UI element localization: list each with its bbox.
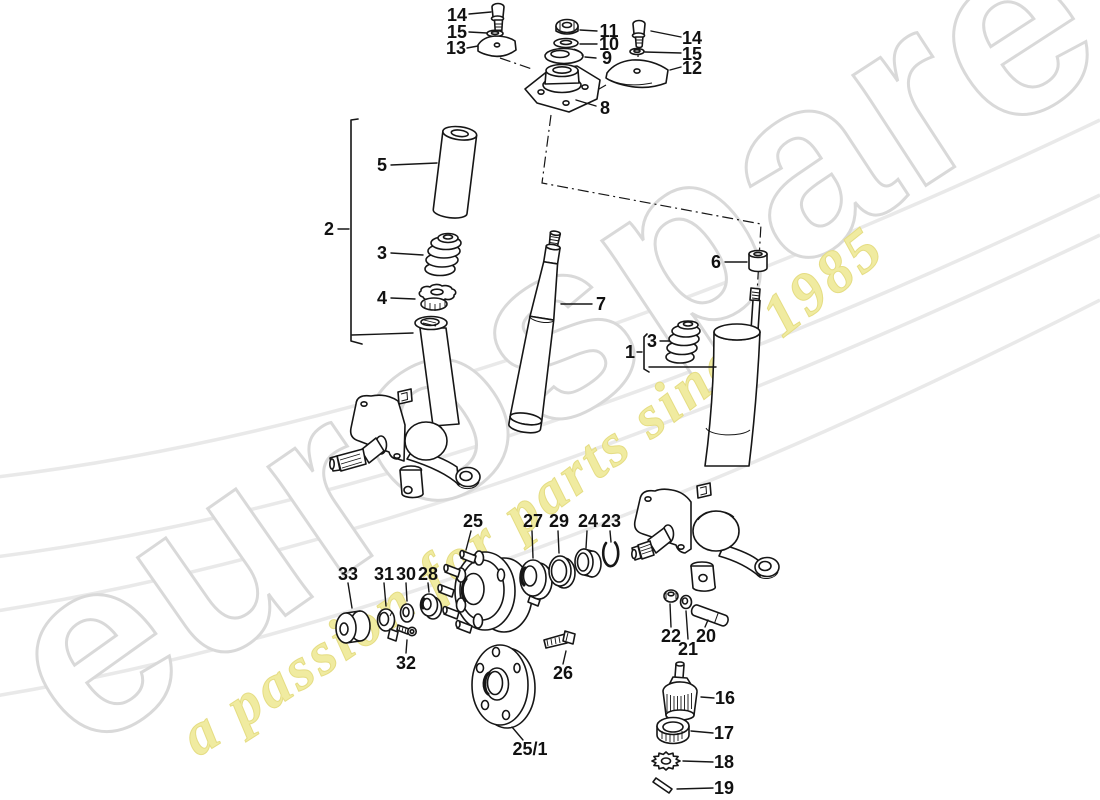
- swoosh-arc: [0, 118, 1100, 479]
- part-label-33: 33: [338, 564, 358, 584]
- swoosh-arc: [0, 193, 1100, 559]
- part-shock-insert-7: [508, 230, 562, 434]
- part-label-28: 28: [418, 564, 438, 584]
- part-washer-21: [679, 594, 693, 610]
- part-label-29: 29: [549, 511, 569, 531]
- part-ball-joint-16: [662, 661, 698, 721]
- part-spring-retainer-4: [418, 283, 457, 311]
- part-label-11: 11: [599, 21, 618, 41]
- part-bushing-6: [748, 249, 768, 273]
- parts-illustration: [328, 2, 780, 794]
- part-label-3-right: 3: [647, 331, 657, 351]
- group-bracket-1: [643, 333, 650, 373]
- part-wheel-hub-25: [437, 549, 541, 634]
- part-label-14-right: 14: [682, 28, 702, 48]
- part-label-22: 22: [661, 626, 681, 646]
- part-snap-ring-23: [601, 541, 620, 568]
- part-label-15-right: 15: [682, 44, 702, 64]
- part-bearing-race-29: [548, 555, 576, 589]
- part-bolt-26: [543, 630, 576, 649]
- part-label-9: 9: [602, 48, 612, 68]
- part-washer-10: [553, 37, 579, 49]
- part-nut-11: [555, 18, 579, 35]
- leader-lines: [337, 11, 748, 790]
- part-label-1: 1: [625, 342, 635, 362]
- part-number-labels: 14 15 13 11 10 9 8 14 15 12 2 5 3 4 7 6 …: [324, 5, 735, 798]
- part-label-13: 13: [446, 38, 466, 58]
- part-dust-tube-5: [432, 125, 478, 219]
- part-label-2: 2: [324, 219, 334, 239]
- part-strut-with-knuckle-right: [630, 287, 780, 592]
- part-bolt-32: [396, 624, 417, 637]
- part-label-16: 16: [715, 688, 735, 708]
- part-label-5: 5: [377, 155, 387, 175]
- part-label-15-left: 15: [447, 22, 467, 42]
- part-washer-30: [399, 603, 415, 623]
- part-label-14-left: 14: [447, 5, 467, 25]
- part-label-26: 26: [553, 663, 573, 683]
- part-label-7: 7: [596, 294, 606, 314]
- part-bump-stop-3-right: [665, 320, 701, 364]
- part-pin-20: [690, 604, 729, 627]
- part-clamp-nut-31: [376, 608, 399, 642]
- part-label-31: 31: [374, 564, 394, 584]
- group-bracket-2: [350, 118, 363, 345]
- part-washer-15-right: [629, 47, 645, 56]
- part-label-23: 23: [601, 511, 621, 531]
- part-label-8: 8: [600, 98, 610, 118]
- part-label-12: 12: [682, 58, 702, 78]
- part-stop-bracket-12: [605, 59, 669, 89]
- swoosh-arc: [0, 233, 1100, 613]
- part-cap-33: [335, 610, 371, 644]
- part-label-3-left: 3: [377, 243, 387, 263]
- part-label-32: 32: [396, 653, 416, 673]
- part-label-21: 21: [678, 639, 698, 659]
- part-label-25: 25: [463, 511, 483, 531]
- part-label-17: 17: [714, 723, 734, 743]
- part-bearing-27: [519, 559, 553, 600]
- part-label-27: 27: [523, 511, 543, 531]
- part-bump-stop-3-left: [424, 232, 462, 277]
- part-label-6: 6: [711, 252, 721, 272]
- part-lock-washer-18: [651, 751, 681, 771]
- part-label-4: 4: [377, 288, 387, 308]
- part-label-30: 30: [396, 564, 416, 584]
- part-stop-bracket-13: [477, 35, 517, 58]
- part-strut-with-knuckle-left: [328, 315, 481, 499]
- part-nut-22: [663, 589, 679, 603]
- part-label-19: 19: [714, 778, 734, 798]
- part-spacer-24: [574, 548, 602, 578]
- part-ring-nut-17: [656, 716, 690, 745]
- part-label-24: 24: [578, 511, 598, 531]
- part-label-10: 10: [599, 34, 619, 54]
- part-strut-mount-8: [524, 63, 601, 113]
- part-bolt-14-left: [490, 2, 505, 33]
- part-label-25-1: 25/1: [512, 739, 547, 759]
- part-spring-plate-9: [544, 47, 584, 65]
- part-bolt-14-right: [631, 19, 646, 49]
- part-hub-flange-25-1: [471, 644, 536, 729]
- part-label-18: 18: [714, 752, 734, 772]
- part-bearing-28: [419, 593, 443, 620]
- part-label-20: 20: [696, 626, 716, 646]
- part-pin-19: [652, 777, 673, 794]
